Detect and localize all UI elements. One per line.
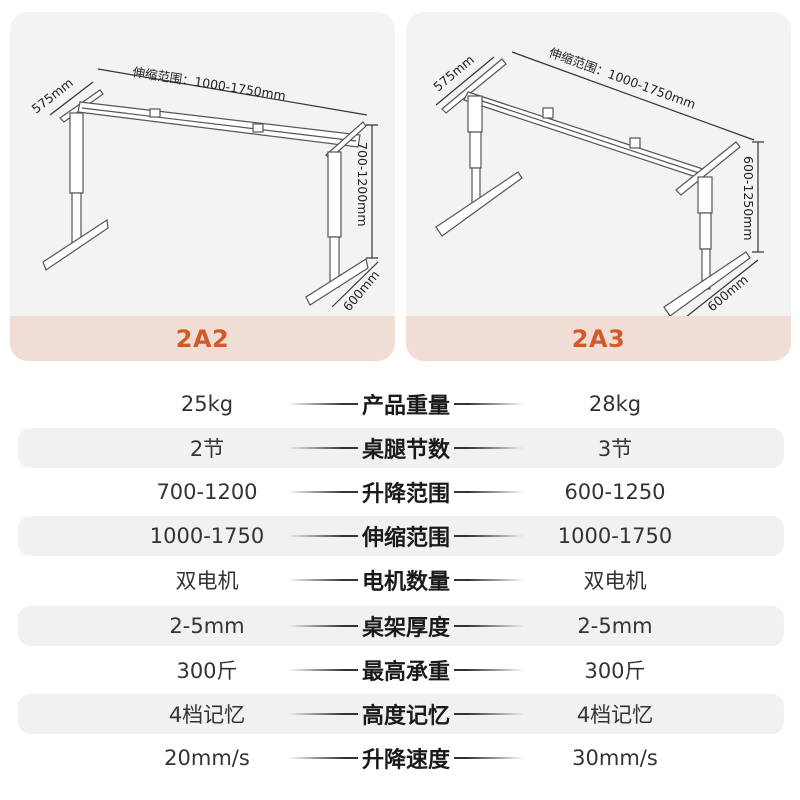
spec-value-2a2: 2-5mm (169, 614, 245, 638)
model-label-bar: 2A2 (10, 316, 395, 361)
model-name: 2A3 (571, 324, 626, 353)
spec-label: 电机数量 (361, 570, 450, 595)
spec-label: 升降范围 (361, 482, 450, 507)
divider-line (287, 713, 358, 715)
spec-label: 产品重量 (361, 394, 450, 419)
spec-row-extend-range: 1000-1750 伸缩范围 1000-1750 (18, 516, 784, 556)
spec-value-2a2: 20mm/s (164, 746, 250, 770)
divider-line (454, 713, 524, 715)
desk-frame-diagram-2a2: 伸缩范围：1000-1750mm 575mm 700-1200mm 600mm (29, 64, 383, 314)
height-range-dimension: 600-1250mm (741, 156, 756, 241)
spec-row-leg-sections: 2节 桌腿节数 3节 (18, 428, 784, 468)
divider-line (454, 757, 524, 759)
spec-value-2a3: 2-5mm (577, 614, 653, 638)
spec-row-frame-thickness: 2-5mm 桌架厚度 2-5mm (18, 606, 784, 646)
divider-line (287, 447, 358, 449)
divider-line (454, 491, 524, 493)
spec-value-2a3: 30mm/s (572, 746, 658, 770)
model-name: 2A2 (175, 324, 230, 353)
spec-value-2a3: 双电机 (583, 569, 647, 593)
spec-row-weight: 25kg 产品重量 28kg (18, 384, 784, 424)
extend-range-dimension: 伸缩范围：1000-1750mm (547, 45, 698, 112)
divider-line (287, 579, 358, 581)
spec-value-2a3: 300斤 (584, 659, 646, 683)
depth-dimension: 575mm (29, 75, 76, 117)
product-card-2a3: 伸缩范围：1000-1750mm 575mm 600-1250mm 600mm … (406, 12, 791, 361)
spec-row-max-load: 300斤 最高承重 300斤 (18, 650, 784, 690)
spec-label: 升降速度 (361, 748, 450, 773)
divider-line (287, 535, 358, 537)
spec-row-lift-speed: 20mm/s 升降速度 30mm/s (18, 738, 784, 778)
divider-line (454, 669, 524, 671)
divider-line (287, 491, 358, 493)
spec-row-lift-range: 700-1200 升降范围 600-1250 (18, 472, 784, 512)
divider-line (287, 625, 358, 627)
spec-value-2a2: 双电机 (175, 569, 239, 593)
spec-row-motor-count: 双电机 电机数量 双电机 (18, 560, 784, 600)
spec-value-2a2: 4档记忆 (168, 703, 246, 727)
extend-range-dimension: 伸缩范围：1000-1750mm (132, 64, 287, 103)
spec-value-2a2: 300斤 (176, 659, 238, 683)
spec-value-2a3: 1000-1750 (557, 524, 673, 548)
spec-value-2a3: 4档记忆 (576, 703, 654, 727)
divider-line (454, 535, 524, 537)
spec-value-2a2: 25kg (180, 392, 234, 416)
spec-value-2a2: 700-1200 (156, 480, 258, 504)
spec-label: 最高承重 (361, 660, 450, 685)
spec-value-2a3: 28kg (588, 392, 642, 416)
product-card-2a2: 伸缩范围：1000-1750mm 575mm 700-1200mm 600mm … (10, 12, 395, 361)
divider-line (287, 757, 358, 759)
divider-line (287, 669, 358, 671)
spec-value-2a2: 2节 (189, 437, 225, 461)
spec-label: 伸缩范围 (361, 526, 450, 551)
spec-row-height-memory: 4档记忆 高度记忆 4档记忆 (18, 694, 784, 734)
model-label-bar: 2A3 (406, 316, 791, 361)
spec-value-2a3: 600-1250 (564, 480, 666, 504)
divider-line (454, 625, 524, 627)
divider-line (454, 403, 524, 405)
spec-label: 桌腿节数 (361, 438, 450, 463)
height-range-dimension: 700-1200mm (355, 142, 370, 227)
divider-line (454, 579, 524, 581)
divider-line (287, 403, 358, 405)
desk-frame-diagram-2a3: 伸缩范围：1000-1750mm 575mm 600-1250mm 600mm (430, 45, 764, 316)
spec-label: 桌架厚度 (361, 616, 450, 641)
spec-label: 高度记忆 (361, 704, 450, 729)
divider-line (454, 447, 524, 449)
spec-value-2a3: 3节 (597, 437, 633, 461)
spec-value-2a2: 1000-1750 (149, 524, 265, 548)
